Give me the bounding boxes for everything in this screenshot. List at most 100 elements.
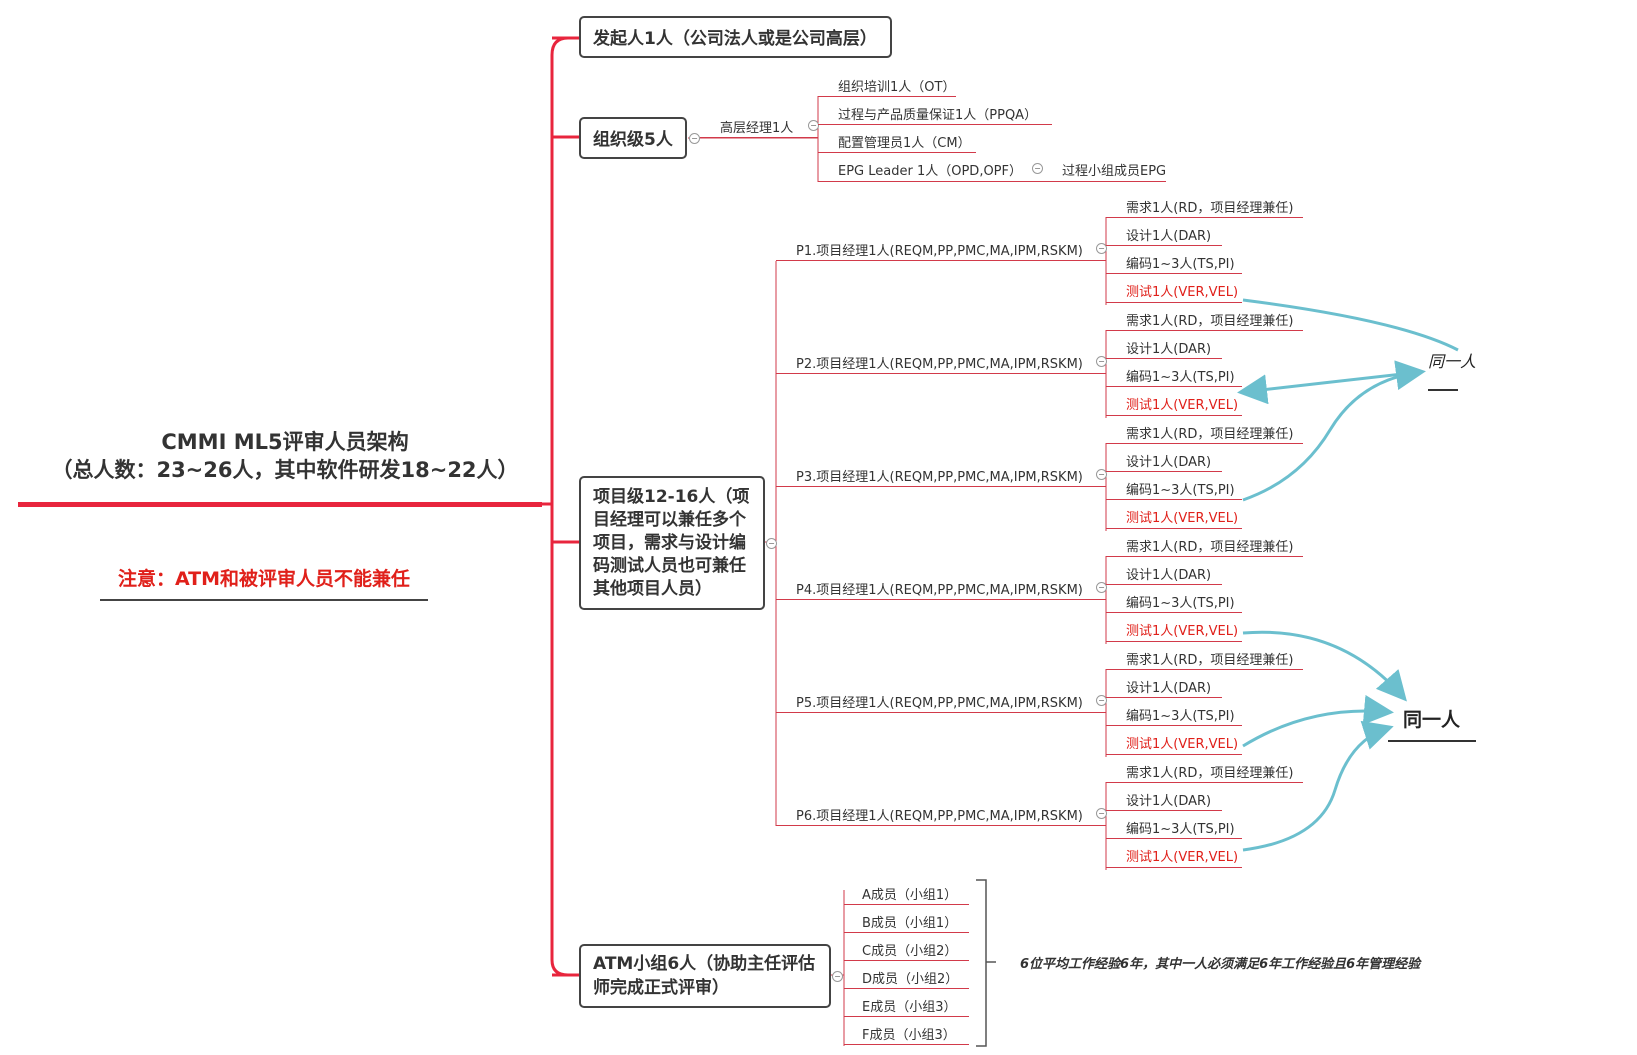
p4-code: 编码1~3人(TS,PI) — [1126, 596, 1235, 611]
collapse-icon[interactable]: − — [1096, 808, 1107, 819]
sponsor-node[interactable]: 发起人1人（公司法人或是公司高层） — [579, 16, 892, 58]
underline — [776, 825, 1106, 826]
p1-test: 测试1人(VER,VEL) — [1126, 285, 1239, 300]
atm-label-line: 师完成正式评审） — [593, 978, 729, 998]
p3-manager: P3.项目经理1人(REQM,PP,PMC,MA,IPM,RSKM) — [796, 470, 1083, 485]
p5-code: 编码1~3人(TS,PI) — [1126, 709, 1235, 724]
p5-design: 设计1人(DAR) — [1126, 681, 1212, 696]
underline — [776, 373, 1106, 374]
org-node[interactable]: 组织级5人 — [579, 117, 687, 159]
same-person-label-bottom: 同一人 — [1403, 709, 1461, 731]
underline — [1106, 358, 1222, 359]
p2-test: 测试1人(VER,VEL) — [1126, 398, 1239, 413]
p2-manager: P2.项目经理1人(REQM,PP,PMC,MA,IPM,RSKM) — [796, 357, 1083, 372]
underline — [1106, 528, 1242, 529]
p3-design: 设计1人(DAR) — [1126, 455, 1212, 470]
collapse-icon[interactable]: − — [1096, 243, 1107, 254]
p6-design: 设计1人(DAR) — [1126, 794, 1212, 809]
p3-test: 测试1人(VER,VEL) — [1126, 511, 1239, 526]
same-person-underline-bottom — [1388, 740, 1476, 742]
atm-member-f: F成员（小组3） — [862, 1028, 956, 1043]
underline — [1106, 302, 1242, 303]
atm-member-a: A成员（小组1） — [862, 888, 958, 903]
project-label-line: 项目，需求与设计编 — [593, 533, 746, 553]
atm-member-b: B成员（小组1） — [862, 916, 958, 931]
underline — [1106, 810, 1222, 811]
root-title: CMMI ML5评审人员架构 （总人数：23~26人，其中软件研发18~22人） — [20, 428, 550, 484]
p5-manager: P5.项目经理1人(REQM,PP,PMC,MA,IPM,RSKM) — [796, 696, 1083, 711]
underline — [1106, 556, 1303, 557]
underline — [1106, 782, 1303, 783]
underline — [1106, 725, 1242, 726]
underline — [776, 486, 1106, 487]
collapse-icon[interactable]: − — [832, 971, 843, 982]
root-title-line2: （总人数：23~26人，其中软件研发18~22人） — [51, 458, 519, 482]
org-child-cm: 配置管理员1人（CM） — [838, 136, 971, 151]
atm-node[interactable]: ATM小组6人（协助主任评估 师完成正式评审） — [579, 944, 831, 1008]
underline — [1106, 415, 1242, 416]
org-child-epg: EPG Leader 1人（OPD,OPF） — [838, 164, 1022, 179]
root-title-line1: CMMI ML5评审人员架构 — [161, 430, 409, 454]
underline — [776, 260, 1106, 261]
underline — [844, 1044, 969, 1045]
underline — [1106, 838, 1242, 839]
collapse-icon[interactable]: − — [1096, 582, 1107, 593]
atm-member-e: E成员（小组3） — [862, 1000, 957, 1015]
p6-test: 测试1人(VER,VEL) — [1126, 850, 1239, 865]
org-label: 组织级5人 — [593, 130, 673, 150]
p1-code: 编码1~3人(TS,PI) — [1126, 257, 1235, 272]
collapse-icon[interactable]: − — [689, 133, 700, 144]
collapse-icon[interactable]: − — [766, 538, 777, 549]
underline — [1106, 584, 1222, 585]
underline — [1106, 612, 1242, 613]
org-manager: 高层经理1人 — [720, 121, 794, 136]
atm-member-c: C成员（小组2） — [862, 944, 958, 959]
project-label-line: 目经理可以兼任多个 — [593, 510, 746, 530]
same-person-underline-top — [1428, 389, 1458, 391]
main-spine — [550, 36, 569, 977]
atm-member-d: D成员（小组2） — [862, 972, 959, 987]
p3-code: 编码1~3人(TS,PI) — [1126, 483, 1235, 498]
sponsor-label: 发起人1人（公司法人或是公司高层） — [593, 29, 877, 49]
p5-req: 需求1人(RD，项目经理兼任) — [1126, 653, 1294, 668]
org-child-ppqa: 过程与产品质量保证1人（PPQA） — [838, 108, 1038, 123]
underline — [844, 904, 969, 905]
p4-req: 需求1人(RD，项目经理兼任) — [1126, 540, 1294, 555]
p2-req: 需求1人(RD，项目经理兼任) — [1126, 314, 1294, 329]
project-label-line: 其他项目人员） — [593, 579, 712, 599]
project-node[interactable]: 项目级12-16人（项 目经理可以兼任多个 项目，需求与设计编 码测试人员也可兼… — [579, 476, 765, 610]
underline — [1106, 499, 1242, 500]
underline — [1106, 217, 1303, 218]
underline — [1106, 867, 1242, 868]
collapse-icon[interactable]: − — [1032, 163, 1043, 174]
p6-code: 编码1~3人(TS,PI) — [1126, 822, 1235, 837]
underline — [700, 137, 818, 138]
collapse-icon[interactable]: − — [1096, 695, 1107, 706]
p1-design: 设计1人(DAR) — [1126, 229, 1212, 244]
collapse-icon[interactable]: − — [1096, 356, 1107, 367]
same-person-arrows-bottom — [1242, 630, 1407, 852]
p4-test: 测试1人(VER,VEL) — [1126, 624, 1239, 639]
collapse-icon[interactable]: − — [1096, 469, 1107, 480]
project-label-line: 码测试人员也可兼任 — [593, 556, 746, 576]
underline — [818, 96, 956, 97]
underline — [1106, 697, 1222, 698]
underline — [1106, 443, 1303, 444]
underline — [1106, 330, 1303, 331]
underline — [1106, 273, 1242, 274]
org-epg-members: 过程小组成员EPG — [1062, 164, 1167, 179]
underline — [1106, 471, 1222, 472]
project-label-line: 项目级12-16人（项 — [593, 487, 750, 507]
underline — [776, 599, 1106, 600]
p3-req: 需求1人(RD，项目经理兼任) — [1126, 427, 1294, 442]
org-child-ot: 组织培训1人（OT） — [838, 80, 956, 95]
underline — [818, 181, 1166, 182]
underline — [844, 1016, 969, 1017]
p4-manager: P4.项目经理1人(REQM,PP,PMC,MA,IPM,RSKM) — [796, 583, 1083, 598]
p6-req: 需求1人(RD，项目经理兼任) — [1126, 766, 1294, 781]
atm-note: 6位平均工作经验6年，其中一人必须满足6年工作经验且6年管理经验 — [1020, 957, 1421, 972]
underline — [818, 152, 976, 153]
collapse-icon[interactable]: − — [808, 120, 819, 131]
underline — [844, 960, 969, 961]
p1-req: 需求1人(RD，项目经理兼任) — [1126, 201, 1294, 216]
